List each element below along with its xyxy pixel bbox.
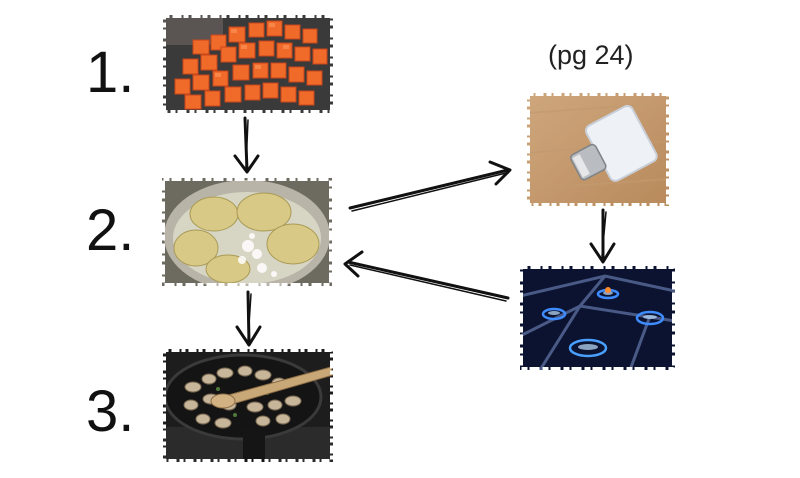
carrots-photo — [163, 15, 333, 113]
arrow-step1-to-step2 — [233, 116, 260, 174]
step-3-number: 3. — [86, 379, 135, 444]
frying-mushrooms-photo — [163, 349, 333, 462]
arrow-stove-to-step2 — [343, 250, 510, 302]
arrow-step2-to-salt — [348, 160, 512, 212]
step-2-number: 2. — [86, 198, 135, 263]
page-reference-note: (pg 24) — [548, 40, 634, 70]
boiling-potatoes-photo — [162, 178, 332, 286]
salt-shaker-photo — [527, 93, 669, 206]
arrow-step2-to-step3 — [235, 290, 262, 347]
step-1-number: 1. — [86, 40, 135, 105]
arrow-salt-to-stove — [589, 208, 616, 264]
gas-stove-photo — [520, 266, 675, 370]
